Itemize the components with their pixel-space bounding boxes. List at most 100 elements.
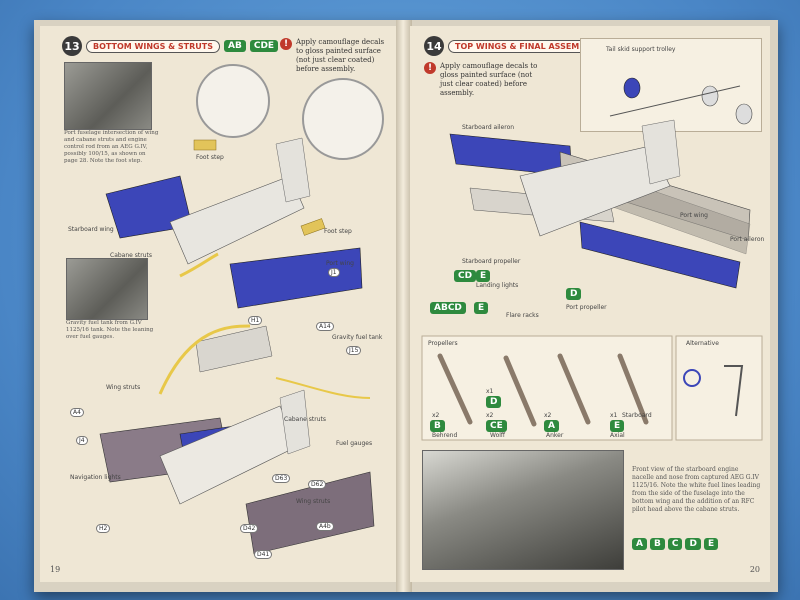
paint-chip: CDE	[249, 40, 279, 52]
part-callout: A4b	[316, 522, 334, 531]
reference-photo	[64, 62, 152, 130]
detail-circle	[196, 64, 270, 138]
photo-caption-2: Gravity fuel tank from G.IV 1125/16 tank…	[66, 320, 154, 340]
part-callout: J1	[328, 268, 340, 277]
assembly-arrow	[179, 252, 219, 278]
label-tail-skid: Tail skid support trolley	[606, 46, 676, 53]
assembly-arrow	[275, 377, 371, 399]
page-number: 19	[50, 565, 61, 574]
label-wing-struts: Wing struts	[106, 384, 141, 391]
foot-step-shape	[300, 218, 326, 236]
label-starboard-wing: Starboard wing	[68, 226, 114, 233]
part-callout: H1	[248, 316, 263, 325]
paint-chip: A	[544, 420, 559, 432]
part-callout: D62	[308, 480, 327, 489]
photo-caption: Port fuselage intersection of wing and c…	[64, 130, 159, 164]
part-callout: J4	[76, 436, 88, 445]
part-callout: A4	[70, 408, 84, 417]
left-page: 13 BOTTOM WINGS & STRUTS AB CDE ! Apply …	[40, 26, 398, 582]
trolley-wheel	[623, 77, 641, 99]
paint-chip: E	[474, 302, 489, 314]
label-propellers: Propellers	[428, 340, 458, 347]
warning-icon: !	[424, 62, 436, 74]
paint-chip: D	[566, 288, 582, 300]
alternative-strut	[724, 365, 744, 417]
propeller-behrend	[437, 353, 473, 425]
quantity-label: x2	[432, 412, 440, 419]
marking-chip: C	[667, 538, 683, 550]
decal-warning: ! Apply camouflage decals to gloss paint…	[280, 38, 390, 74]
reference-photo	[422, 450, 624, 570]
decal-warning: ! Apply camouflage decals to gloss paint…	[424, 62, 544, 98]
fuselage-shape	[169, 175, 305, 265]
reference-photo-2	[66, 258, 148, 320]
marking-chip: D	[685, 538, 701, 550]
photo-caption: Front view of the starboard engine nacel…	[632, 466, 761, 513]
label-fuel-gauges: Fuel gauges	[336, 440, 373, 447]
label-port-wing: Port wing	[680, 212, 708, 219]
label-foot-step: Foot step	[196, 154, 224, 161]
part-callout: D41	[254, 550, 273, 559]
quantity-label: x2	[544, 412, 552, 419]
step-header-13: 13 BOTTOM WINGS & STRUTS AB CDE	[62, 36, 279, 56]
label-flare-racks: Flare racks	[506, 312, 539, 319]
step-number: 13	[62, 36, 82, 56]
label-port-wing: Port wing	[326, 260, 354, 267]
propeller-anker	[557, 353, 591, 425]
label-behrend: Behrend	[432, 432, 458, 439]
warning-icon: !	[280, 38, 292, 50]
label-starboard-propeller: Starboard propeller	[462, 258, 521, 265]
paint-chip: ABCD	[430, 302, 466, 314]
part-callout: D63	[272, 474, 291, 483]
marking-chip: E	[703, 538, 719, 550]
paint-chip: E	[610, 420, 625, 432]
step-number: 14	[424, 36, 444, 56]
assembly-diagram	[421, 77, 763, 441]
step-title: BOTTOM WINGS & STRUTS	[86, 39, 221, 53]
label-axial: Axial	[610, 432, 625, 439]
quantity-label: x2	[486, 412, 494, 419]
part-callout: H2	[96, 524, 111, 533]
tail-shape	[275, 137, 311, 203]
detail-circle	[302, 78, 384, 160]
fuselage-lower-shape	[159, 405, 299, 505]
assembly-diagram	[99, 137, 375, 555]
label-alternative: Alternative	[686, 340, 719, 347]
label-port-aileron: Port aileron	[730, 236, 765, 243]
port-wing-shape	[229, 247, 363, 309]
propeller-wolff	[503, 355, 537, 427]
label-navigation-lights: Navigation lights	[70, 474, 121, 481]
lower-wing-port	[579, 221, 741, 289]
part-callout: A14	[316, 322, 334, 331]
marking-chip: A	[632, 538, 647, 550]
alternative-panel	[675, 335, 763, 441]
trolley-wheel	[735, 103, 753, 125]
warning-text: Apply camouflage decals to gloss painted…	[440, 62, 538, 97]
booklet-spine	[396, 20, 412, 592]
trolley-axle	[609, 85, 741, 117]
assembly-arrow	[158, 324, 251, 395]
trolley-wheel	[701, 85, 719, 107]
quantity-label: x1	[610, 412, 618, 419]
fuselage-shape	[519, 145, 671, 237]
paint-chip: CE	[486, 420, 507, 432]
label-anker: Anker	[546, 432, 564, 439]
tail-lower-shape	[279, 389, 311, 455]
lower-wing-port	[245, 471, 375, 555]
marking-options: A B C D E	[632, 538, 742, 550]
tail-shape	[641, 119, 681, 185]
propeller-axial	[617, 353, 649, 425]
instruction-booklet: 13 BOTTOM WINGS & STRUTS AB CDE ! Apply …	[34, 20, 778, 592]
label-cabane-struts-2: Cabane struts	[284, 416, 326, 423]
foot-step-shape	[193, 139, 217, 151]
right-page: 14 TOP WINGS & FINAL ASSEMBLY ! Apply ca…	[410, 26, 770, 582]
paint-chip: AB	[224, 40, 246, 52]
paint-chip: B	[430, 420, 445, 432]
label-landing-lights: Landing lights	[476, 282, 519, 289]
part-callout: D42	[240, 524, 259, 533]
label-wolff: Wolff	[490, 432, 506, 439]
quantity-label: x1	[486, 388, 494, 395]
label-starboard-aileron: Starboard aileron	[462, 124, 515, 131]
paint-chip: CD	[454, 270, 477, 282]
paint-chip: D	[486, 396, 502, 408]
